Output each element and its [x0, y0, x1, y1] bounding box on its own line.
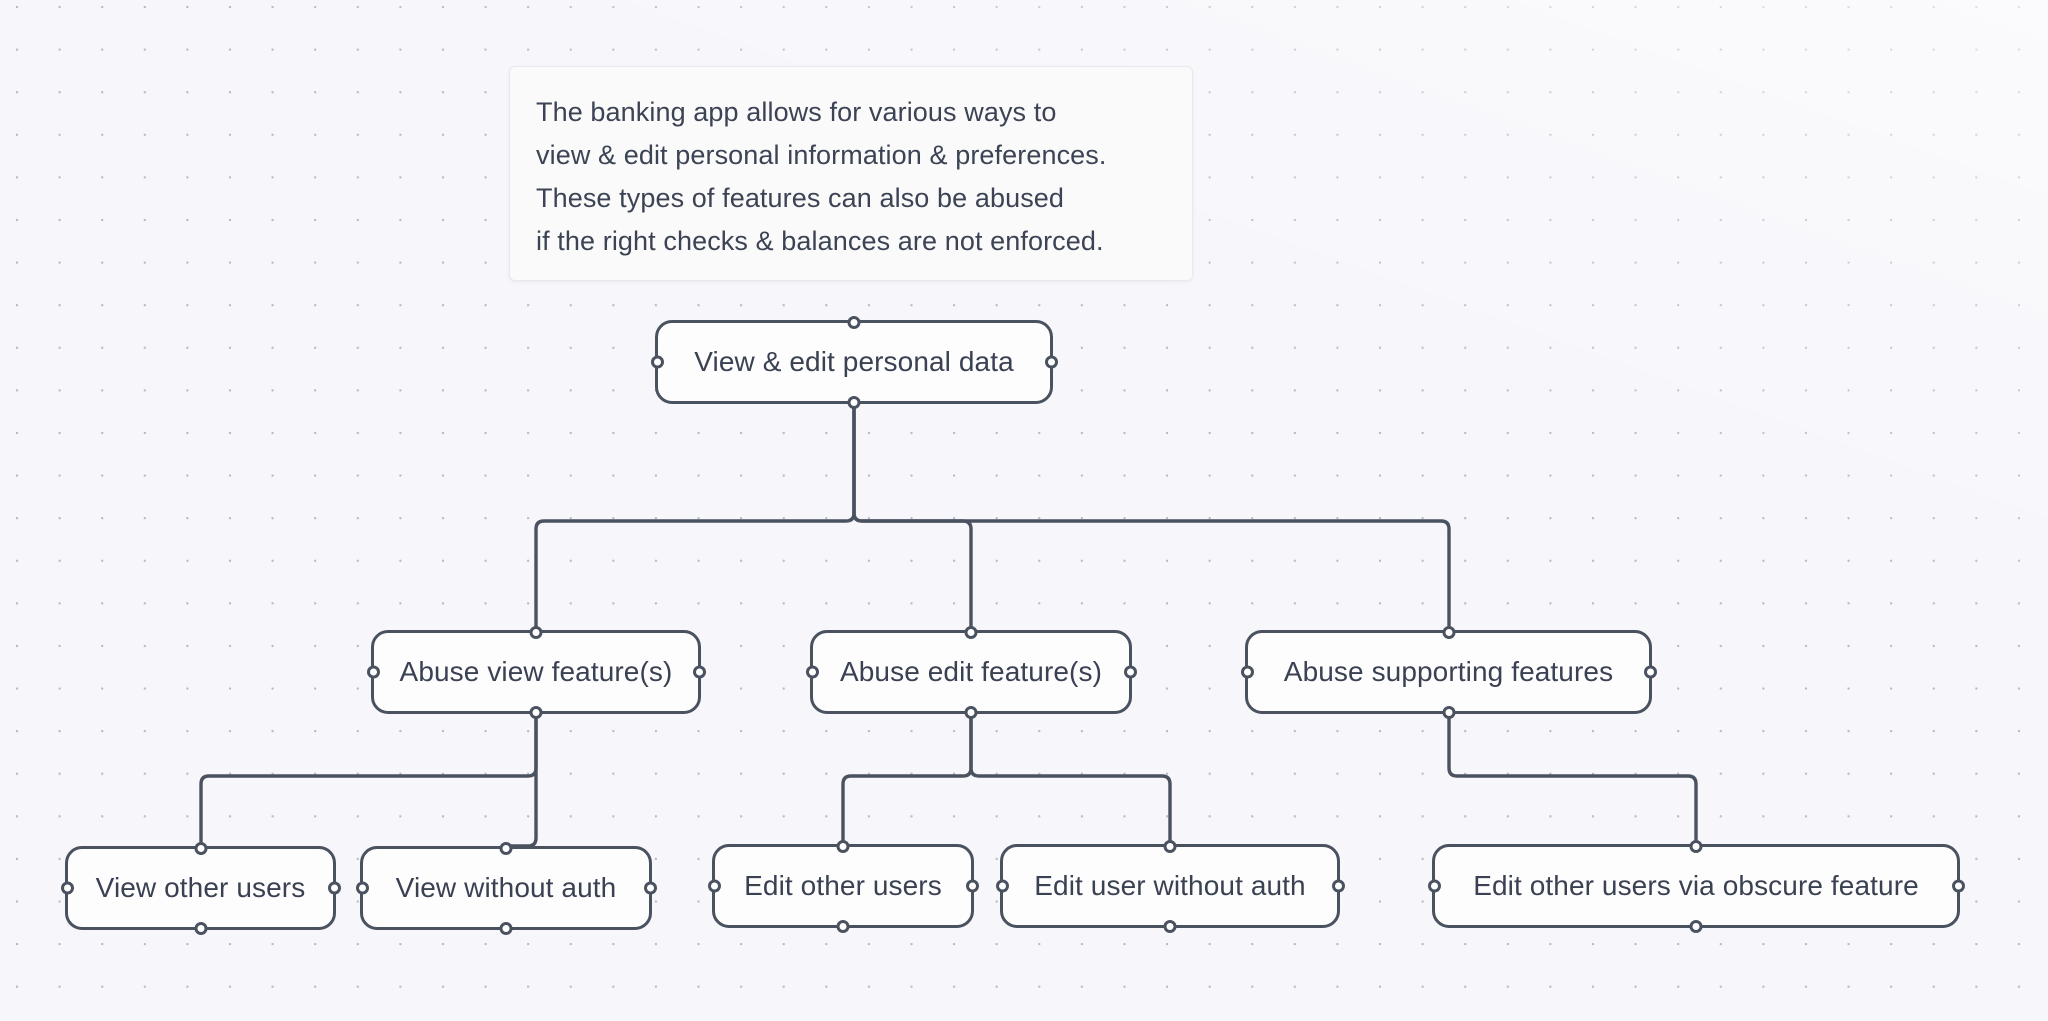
connection-handle-right[interactable] [1044, 355, 1058, 369]
connection-handle-bottom[interactable] [847, 395, 861, 409]
edge-support-to-edit-obscure[interactable] [1447, 712, 1698, 846]
connection-handle-right[interactable] [692, 665, 706, 679]
connection-handle-top[interactable] [1442, 625, 1455, 639]
connection-handle-top[interactable] [847, 315, 861, 329]
connection-handle-left[interactable] [366, 665, 380, 679]
connection-handle-bottom[interactable] [1689, 919, 1703, 933]
connection-handle-right[interactable] [643, 881, 657, 895]
node-edit-other[interactable]: Edit other users [707, 839, 979, 933]
connection-handle-right[interactable] [965, 879, 979, 893]
connection-handle-left[interactable] [805, 665, 819, 679]
connection-handle-right[interactable] [1643, 665, 1657, 679]
edge-root-to-abuse-view[interactable] [534, 402, 856, 632]
connection-handle-right[interactable] [327, 881, 341, 895]
node-view-other[interactable]: View other users [60, 841, 341, 935]
note-line: view & edit personal information & prefe… [536, 140, 1107, 170]
connection-handle-left[interactable] [707, 879, 721, 893]
node-edit-noauth[interactable]: Edit user without auth [995, 839, 1345, 933]
node-abuse-edit[interactable]: Abuse edit feature(s) [805, 625, 1137, 719]
edge-view-to-view-other[interactable] [199, 712, 538, 848]
note-line: These types of features can also be abus… [536, 183, 1065, 213]
connection-handle-bottom[interactable] [529, 705, 543, 719]
connection-handle-right[interactable] [1951, 879, 1965, 893]
connection-handle-top[interactable] [529, 625, 543, 639]
node-label: View without auth [395, 872, 617, 903]
connection-handle-bottom[interactable] [964, 705, 978, 719]
connection-handle-bottom[interactable] [1442, 705, 1455, 719]
edge-edit-to-edit-other[interactable] [841, 712, 973, 846]
edge-view-to-view-noauth[interactable] [504, 712, 538, 848]
connection-handle-top[interactable] [836, 839, 850, 853]
connection-handle-top[interactable] [194, 841, 207, 855]
connection-handle-top[interactable] [1689, 839, 1703, 853]
note-line: The banking app allows for various ways … [536, 97, 1057, 127]
node-edit-obscure[interactable]: Edit other users via obscure feature [1427, 839, 1965, 933]
edge-edit-to-edit-noauth[interactable] [969, 712, 1172, 846]
node-root[interactable]: View & edit personal data [650, 315, 1058, 409]
connection-handle-top[interactable] [499, 841, 513, 855]
edge-root-to-abuse-support[interactable] [852, 402, 1451, 632]
node-label: Edit other users [744, 870, 942, 901]
connection-handle-bottom[interactable] [194, 921, 207, 935]
connection-handle-bottom[interactable] [499, 921, 513, 935]
connection-handle-top[interactable] [1163, 839, 1177, 853]
note-line: if the right checks & balances are not e… [536, 226, 1104, 256]
edge-root-to-abuse-edit[interactable] [852, 402, 973, 632]
connection-handle-left[interactable] [1240, 665, 1254, 679]
connection-handle-top[interactable] [964, 625, 978, 639]
node-label: View other users [95, 872, 306, 903]
node-abuse-support[interactable]: Abuse supporting features [1240, 625, 1657, 719]
node-view-noauth[interactable]: View without auth [355, 841, 657, 935]
connection-handle-left[interactable] [355, 881, 369, 895]
node-label: Abuse edit feature(s) [839, 656, 1103, 687]
connection-handle-bottom[interactable] [1163, 919, 1177, 933]
connection-handle-right[interactable] [1331, 879, 1345, 893]
node-label: View & edit personal data [694, 346, 1014, 377]
node-abuse-view[interactable]: Abuse view feature(s) [366, 625, 706, 719]
node-label: Abuse supporting features [1283, 656, 1614, 687]
note-card[interactable]: The banking app allows for various ways … [509, 66, 1193, 281]
connection-handle-left[interactable] [1427, 879, 1441, 893]
connection-handle-bottom[interactable] [836, 919, 850, 933]
connection-handle-left[interactable] [995, 879, 1009, 893]
node-label: Edit other users via obscure feature [1473, 870, 1919, 901]
connection-handle-right[interactable] [1123, 665, 1137, 679]
connection-handle-left[interactable] [650, 355, 664, 369]
connection-handle-left[interactable] [60, 881, 74, 895]
node-label: Edit user without auth [1034, 870, 1306, 901]
node-label: Abuse view feature(s) [399, 656, 673, 687]
